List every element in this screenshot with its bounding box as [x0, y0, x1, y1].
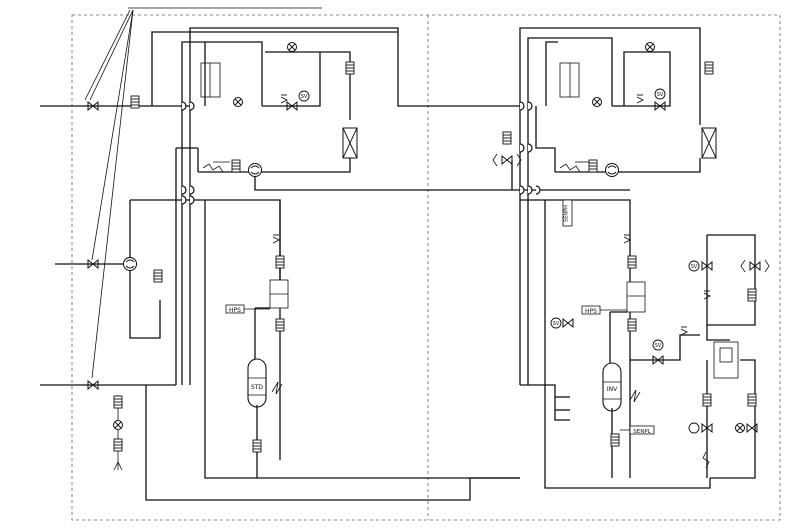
sensor-icon — [130, 95, 140, 109]
four-way-valve-icon — [248, 163, 262, 177]
sensor-icon — [231, 159, 241, 173]
sensor-icon — [502, 131, 512, 145]
check-valve-icon — [636, 94, 644, 104]
solenoid-valve-icon — [562, 318, 574, 328]
sensor-icon — [747, 393, 757, 407]
sensor-icon — [627, 318, 637, 332]
crossover-hop — [527, 143, 533, 153]
compressor-label-inv: INV — [607, 386, 618, 393]
pressure-gauge-icon — [645, 42, 655, 52]
crossover-hop — [181, 195, 187, 205]
crossover-hop — [519, 185, 525, 195]
sensor-icon — [610, 433, 620, 447]
solenoid-valve-icon — [501, 155, 513, 165]
pressure-gauge-icon — [592, 97, 602, 107]
filter-drier-icon — [342, 127, 358, 159]
sv-label-right-side: SV — [691, 264, 698, 270]
sensor-icon — [627, 255, 637, 269]
crossover-hop — [189, 101, 195, 111]
sensor-icon — [747, 288, 757, 302]
pressure-gauge-icon — [287, 42, 297, 52]
compressor-std — [247, 358, 267, 408]
crossover-hop — [535, 185, 541, 195]
sensor-icon — [113, 438, 123, 452]
crossover-hop — [519, 143, 525, 153]
sensor-icon — [252, 439, 262, 453]
check-valve-icon — [272, 234, 280, 244]
sensor-icon — [702, 393, 712, 407]
sv-label-right-low: SV — [655, 343, 662, 349]
senph-label: SENPH — [564, 205, 570, 222]
crossover-hop — [181, 185, 187, 195]
sensor-icon — [704, 61, 714, 75]
sensor-icon — [275, 255, 285, 269]
four-way-valve-icon — [123, 257, 137, 271]
hps-label-right: HPS — [585, 308, 597, 315]
pressure-gauge-icon — [735, 423, 745, 433]
filter-drier-icon — [701, 127, 717, 159]
leader-lines — [84, 9, 134, 379]
pressure-gauge-icon — [233, 97, 243, 107]
compressor-label-std: STD — [251, 384, 263, 391]
pressure-gauge-icon — [113, 420, 123, 430]
right-outdoor-unit: INV HPS SENPL SENPH SV — [492, 27, 770, 489]
crossover-hop — [189, 195, 195, 205]
senpl-label: SENPL — [633, 429, 651, 435]
check-valve-icon — [680, 326, 688, 336]
unit-boundary — [71, 7, 781, 521]
hps-label-left: HPS — [229, 307, 241, 314]
sensor-icon — [588, 159, 598, 173]
crossover-hop — [527, 101, 533, 111]
crossover-hop — [181, 101, 187, 111]
crossover-hop — [527, 185, 533, 195]
left-outdoor-unit: HPS STD SV — [40, 27, 630, 501]
sensor-icon — [345, 61, 355, 75]
check-valve-icon — [280, 94, 288, 104]
crossover-hop — [189, 185, 195, 195]
check-valve-icon — [623, 234, 631, 244]
sv-label-left-top: SV — [301, 94, 308, 100]
sensor-icon — [275, 318, 285, 332]
four-way-valve-icon — [605, 163, 619, 177]
sv-label-right-top: SV — [657, 92, 664, 98]
crossover-hop — [519, 101, 525, 111]
sensor-icon — [153, 269, 163, 283]
sv-label-right-mid: SV — [553, 321, 560, 327]
sensor-icon — [113, 395, 123, 409]
